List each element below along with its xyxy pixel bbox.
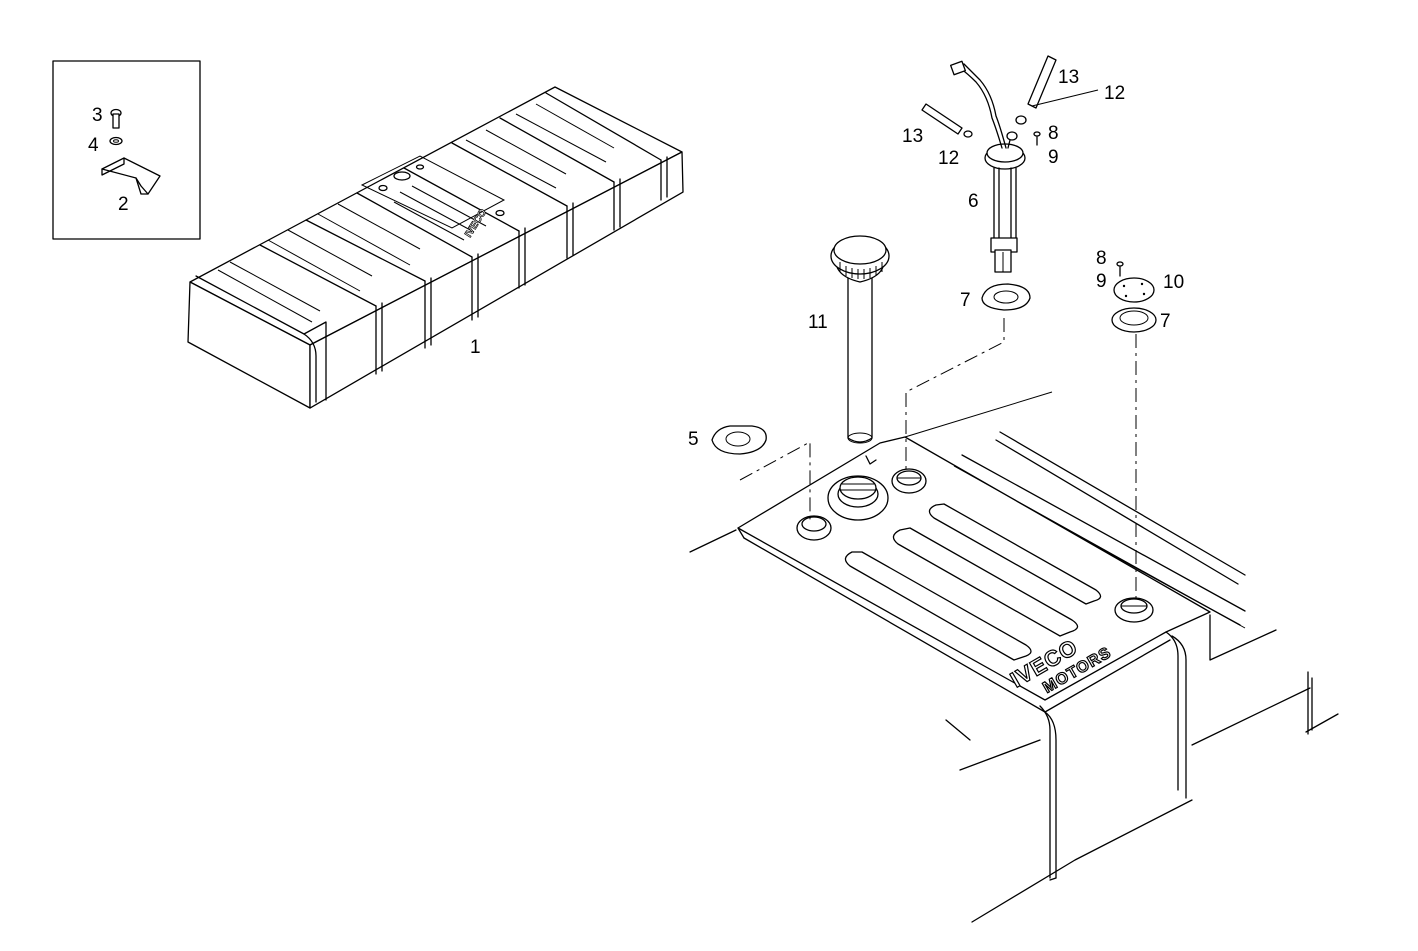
callout-10: 10 — [1163, 272, 1184, 293]
callout-13-left: 13 — [902, 126, 923, 147]
gasket-7-right — [1111, 307, 1157, 333]
callout-9-sender: 9 — [1048, 147, 1059, 168]
washer-4-part — [109, 136, 123, 146]
callout-11: 11 — [808, 312, 828, 333]
callout-13-right: 13 — [1058, 67, 1079, 88]
callout-1: 1 — [470, 337, 481, 358]
callout-8-right: 8 — [1096, 248, 1107, 269]
callout-5: 5 — [688, 429, 699, 450]
bolt-3-part — [110, 108, 122, 129]
inset-frame — [52, 60, 201, 240]
hose-13-left — [921, 103, 963, 135]
fuel-sender-6 — [950, 60, 1026, 273]
fill-tube-11 — [830, 235, 890, 444]
callout-4: 4 — [88, 135, 99, 156]
cover-plate-5 — [711, 425, 767, 455]
bracket-inset — [52, 60, 201, 240]
callout-12-right: 12 — [1104, 83, 1125, 104]
callout-8-sender: 8 — [1048, 123, 1059, 144]
callout-2: 2 — [118, 194, 129, 215]
gasket-7-sender — [981, 283, 1031, 311]
hose-13-right — [1027, 55, 1057, 109]
filler-neck — [827, 455, 889, 521]
callout-3: 3 — [92, 105, 103, 126]
cover-10 — [1113, 277, 1155, 303]
fuel-tank-detail: IVECO MOTORS — [689, 391, 1339, 923]
bracket-2-part — [101, 157, 161, 195]
screw-8-9-right — [1116, 261, 1124, 277]
clip-12-right — [1015, 115, 1027, 125]
fuel-tank-overview: IVECO — [187, 86, 684, 409]
assembly-line-sender — [905, 318, 1005, 470]
callout-7-sender: 7 — [960, 290, 971, 311]
callout-12-left: 12 — [938, 148, 959, 169]
callout-6: 6 — [968, 191, 979, 212]
callout-9-right: 9 — [1096, 271, 1107, 292]
callout-7-right: 7 — [1160, 311, 1171, 332]
screw-8-9-sender — [1033, 131, 1041, 146]
clip-12-left — [963, 130, 973, 138]
